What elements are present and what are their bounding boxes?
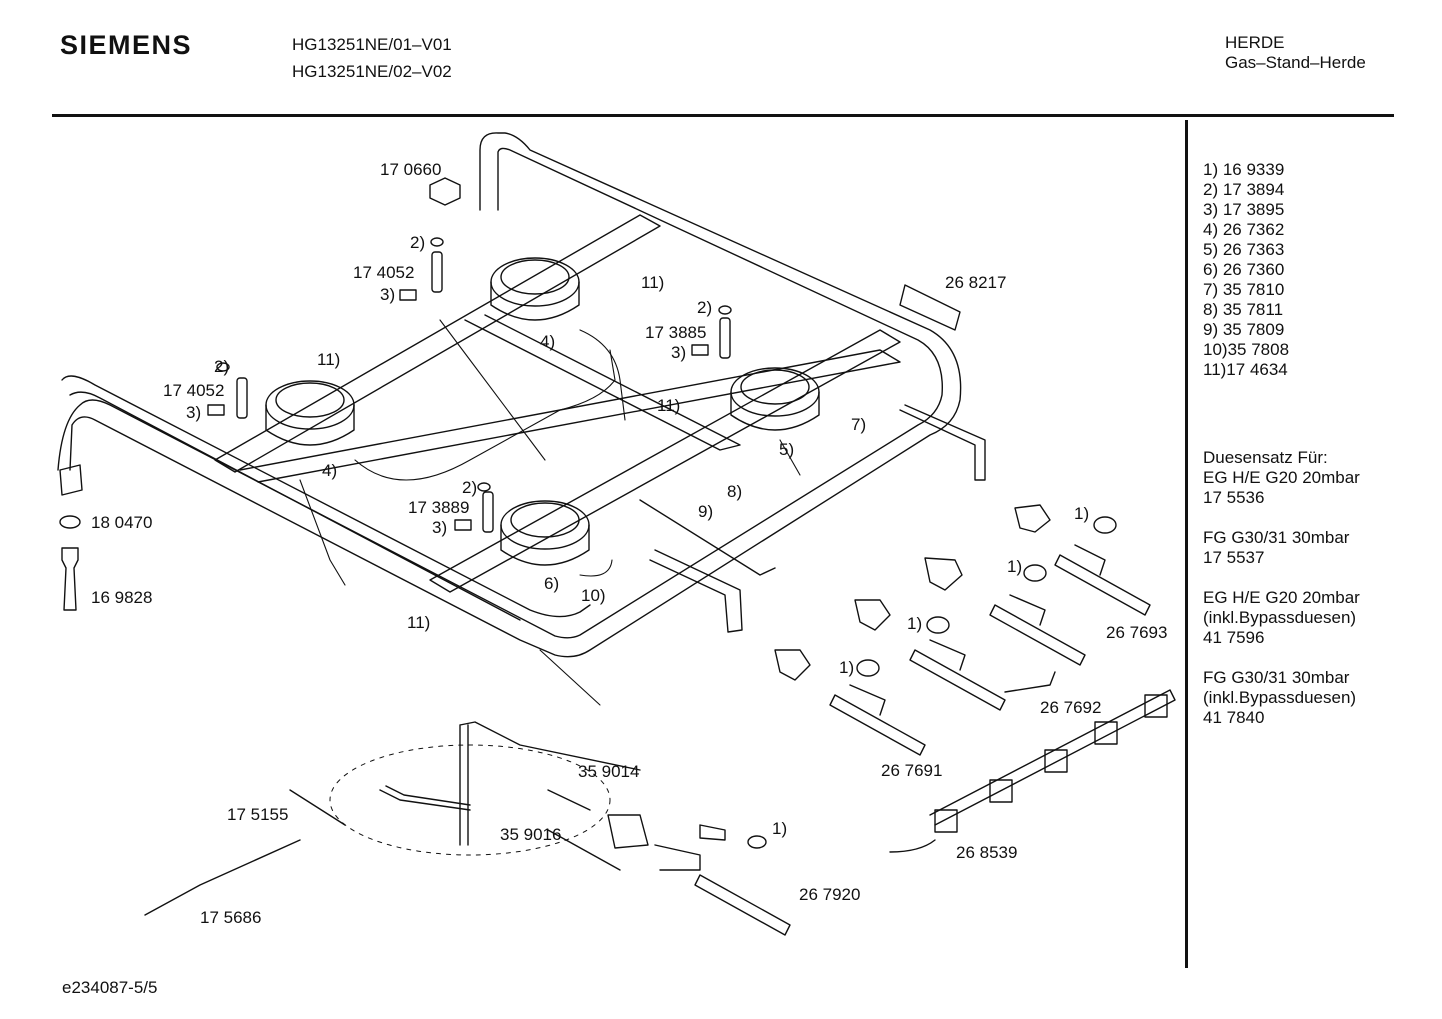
label-17-5155: 17 5155 xyxy=(227,805,288,824)
model-number-1: HG13251NE/01–V01 xyxy=(292,35,452,54)
nozzle-set-2: FG G30/31 30mbar 17 5537 xyxy=(1203,528,1360,568)
nozzle-set-line: 17 5536 xyxy=(1203,488,1265,507)
label-26-7692: 26 7692 xyxy=(1040,698,1101,717)
nozzle-set-title: Duesensatz Für: xyxy=(1203,448,1328,467)
gas-taps xyxy=(829,544,1151,756)
label-ref-1: 1) xyxy=(839,658,854,677)
label-ref-11: 11) xyxy=(641,273,664,292)
label-17-4052: 17 4052 xyxy=(353,263,414,282)
burner-top-center xyxy=(490,257,580,321)
burner-top-left xyxy=(265,380,355,446)
label-18-0470: 18 0470 xyxy=(91,513,152,532)
label-ref-3: 3) xyxy=(380,285,395,304)
label-ref-3: 3) xyxy=(432,518,447,537)
label-ref-11: 11) xyxy=(407,613,430,632)
nozzle-set-line: (inkl.Bypassduesen) xyxy=(1203,608,1357,627)
nozzle-set-line: 17 5537 xyxy=(1203,548,1265,567)
label-ref-2: 2) xyxy=(697,298,712,317)
label-ref-3: 3) xyxy=(671,343,686,362)
label-ref-6: 6) xyxy=(544,574,559,593)
nozzle-set-line: 41 7596 xyxy=(1203,628,1265,647)
nozzle-set-3: EG H/E G20 20mbar (inkl.Bypassduesen) 41… xyxy=(1203,588,1360,648)
tap-nuts xyxy=(774,504,1117,681)
label-26-7920: 26 7920 xyxy=(799,885,860,904)
part-ref-9: 9) 35 7809 xyxy=(1203,320,1285,339)
nozzle-set-line: FG G30/31 30mbar xyxy=(1203,668,1350,687)
label-ref-1: 1) xyxy=(1007,557,1022,576)
nozzle-set-4: FG G30/31 30mbar (inkl.Bypassduesen) 41 … xyxy=(1203,668,1360,728)
label-26-7693: 26 7693 xyxy=(1106,623,1167,642)
label-17-3889: 17 3889 xyxy=(408,498,469,517)
brand-logo: SIEMENS xyxy=(60,30,193,60)
label-ref-11: 11) xyxy=(657,396,680,415)
category-subtitle: Gas–Stand–Herde xyxy=(1225,53,1366,72)
part-reference-list: 1) 16 9339 2) 17 3894 3) 17 3895 4) 26 7… xyxy=(1203,160,1289,380)
label-26-8539: 26 8539 xyxy=(956,843,1017,862)
label-ref-4: 4) xyxy=(322,461,337,480)
label-ref-1: 1) xyxy=(1074,504,1089,523)
label-ref-1: 1) xyxy=(907,614,922,633)
connector-block xyxy=(899,284,961,331)
burner-cross-rails xyxy=(214,214,986,633)
label-26-7691: 26 7691 xyxy=(881,761,942,780)
burner-right xyxy=(730,367,820,431)
document-id: e234087-5/5 xyxy=(62,978,158,997)
part-ref-5: 5) 26 7363 xyxy=(1203,240,1285,259)
oven-gas-assembly xyxy=(144,721,791,936)
label-ref-2: 2) xyxy=(462,478,477,497)
label-ref-10: 10) xyxy=(581,586,606,605)
part-ref-4: 4) 26 7362 xyxy=(1203,220,1285,239)
label-ref-3: 3) xyxy=(186,403,201,422)
nozzle-set-line: EG H/E G20 20mbar xyxy=(1203,468,1360,487)
label-17-3885: 17 3885 xyxy=(645,323,706,342)
label-ref-5: 5) xyxy=(779,440,794,459)
part-ref-11: 11)17 4634 xyxy=(1203,360,1288,379)
nozzle-set-section: Duesensatz Für: EG H/E G20 20mbar 17 553… xyxy=(1203,448,1360,748)
part-ref-2: 2) 17 3894 xyxy=(1203,180,1285,199)
part-ref-7: 7) 35 7810 xyxy=(1203,280,1285,299)
small-fittings xyxy=(59,177,732,611)
burner-front xyxy=(500,500,590,566)
header-divider xyxy=(52,114,1394,117)
label-16-9828: 16 9828 xyxy=(91,588,152,607)
part-ref-10: 10)35 7808 xyxy=(1203,340,1290,359)
label-ref-9: 9) xyxy=(698,502,713,521)
nozzle-set-line: FG G30/31 30mbar xyxy=(1203,528,1350,547)
nozzle-set-1: EG H/E G20 20mbar 17 5536 xyxy=(1203,468,1360,508)
ignition-switch-strip xyxy=(889,689,1176,853)
ignition-electrodes xyxy=(236,251,731,533)
label-ref-2: 2) xyxy=(410,233,425,252)
category-title: HERDE xyxy=(1225,33,1285,52)
model-number-2: HG13251NE/02–V02 xyxy=(292,62,452,81)
part-ref-6: 6) 26 7360 xyxy=(1203,260,1285,279)
part-ref-1: 1) 16 9339 xyxy=(1203,160,1285,179)
label-ref-2: 2) xyxy=(214,357,229,376)
label-26-8217: 26 8217 xyxy=(945,273,1006,292)
part-labels: 17 0660 2) 17 4052 3) 11) 4) 26 8217 2) … xyxy=(91,160,1167,927)
label-ref-1: 1) xyxy=(772,819,787,838)
label-17-4052: 17 4052 xyxy=(163,381,224,400)
nozzle-set-line: (inkl.Bypassduesen) xyxy=(1203,688,1357,707)
label-17-5686: 17 5686 xyxy=(200,908,261,927)
label-ref-7: 7) xyxy=(851,415,866,434)
label-ref-8: 8) xyxy=(727,482,742,501)
ignition-wires xyxy=(299,319,801,706)
nozzle-set-line: 41 7840 xyxy=(1203,708,1265,727)
part-ref-3: 3) 17 3895 xyxy=(1203,200,1285,219)
label-17-0660: 17 0660 xyxy=(380,160,441,179)
label-ref-11: 11) xyxy=(317,350,340,369)
nozzle-set-line: EG H/E G20 20mbar xyxy=(1203,588,1360,607)
burner-frame-tube xyxy=(57,132,962,658)
label-ref-4: 4) xyxy=(540,332,555,351)
sidebar-divider xyxy=(1185,120,1188,968)
label-35-9014: 35 9014 xyxy=(578,762,639,781)
label-35-9016: 35 9016 xyxy=(500,825,561,844)
part-ref-8: 8) 35 7811 xyxy=(1203,300,1284,319)
